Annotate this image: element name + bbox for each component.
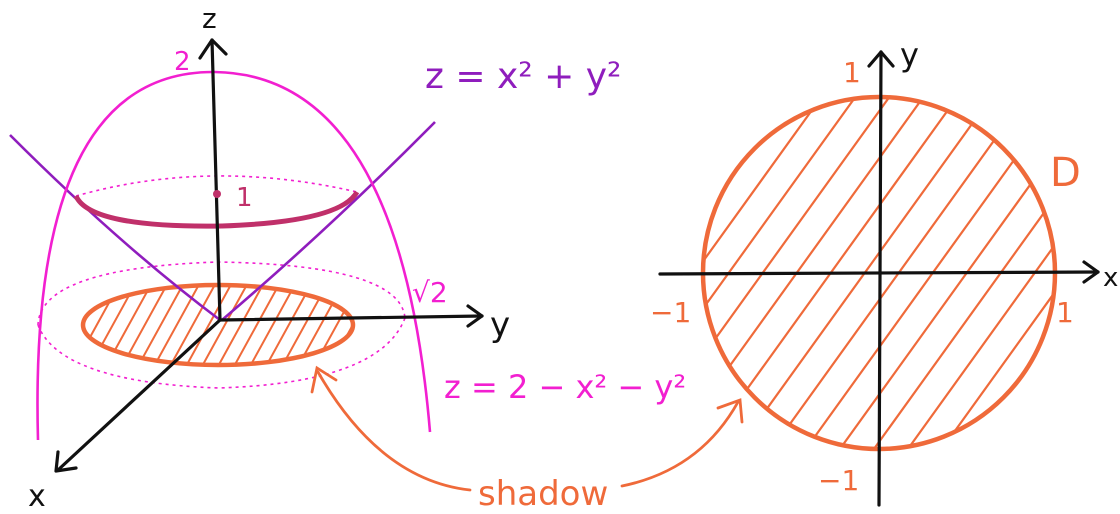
hatch-line xyxy=(763,97,1032,449)
upward-paraboloid-left xyxy=(9,134,221,322)
left-3d-figure: z y x 2 1 √2 z = x² + y² z = 2 − x² − y² xyxy=(9,2,686,514)
hatch-line xyxy=(865,97,1055,449)
hatch-line xyxy=(83,285,123,365)
x-axis-arrowhead xyxy=(54,450,78,473)
radius-value-label: √2 xyxy=(412,276,448,309)
x-axis xyxy=(56,318,222,472)
hatch-line xyxy=(797,97,1055,449)
hatch-line xyxy=(247,285,299,365)
hatch-line xyxy=(703,97,828,449)
hatch-line xyxy=(151,285,203,365)
hatch-line xyxy=(729,97,998,449)
z-axis-arrowhead xyxy=(198,38,228,60)
y-axis-arrowhead xyxy=(466,304,484,328)
intersection-back-dashed xyxy=(75,175,358,197)
height-point xyxy=(213,190,221,198)
y-axis-2d-label: y xyxy=(900,36,919,74)
x-axis-2d-arrowhead xyxy=(1082,260,1100,284)
shadow-annotation: shadow xyxy=(310,365,744,514)
tick-label-right: 1 xyxy=(1056,296,1074,329)
right-2d-figure: y x 1 −1 −1 1 D xyxy=(650,36,1118,507)
hatch-line xyxy=(933,97,1055,449)
intersection-circle-front xyxy=(73,190,360,229)
annotation-arrow-right-head xyxy=(716,398,744,424)
upward-paraboloid-equation: z = x² + y² xyxy=(425,56,621,97)
y-axis-2d-arrowhead xyxy=(867,50,895,68)
shadow-ellipse xyxy=(80,282,356,368)
shadow-label: shadow xyxy=(478,474,608,514)
hatch-line xyxy=(135,285,187,365)
hatch-line xyxy=(215,285,267,365)
annotation-arrow-right xyxy=(620,400,740,488)
hatch-line xyxy=(899,97,1055,449)
x-axis-2d-label: x xyxy=(1103,263,1118,293)
upward-paraboloid-right xyxy=(221,121,436,321)
tick-label-bottom: −1 xyxy=(818,464,859,497)
tick-label-top: 1 xyxy=(843,56,861,89)
downward-paraboloid-equation: z = 2 − x² − y² xyxy=(444,368,686,406)
hatch-line xyxy=(183,285,235,365)
z-axis xyxy=(210,38,222,322)
hatch-line xyxy=(831,97,1055,449)
region-label: D xyxy=(1050,150,1081,196)
tick-label-left: −1 xyxy=(650,296,691,329)
hatch-line xyxy=(231,285,283,365)
x-axis-label: x xyxy=(28,479,46,514)
downward-paraboloid xyxy=(36,70,432,441)
y-axis-label: y xyxy=(490,305,510,345)
annotation-arrow-left xyxy=(316,370,472,492)
z-axis-label: z xyxy=(202,2,217,35)
hatch-line xyxy=(167,285,219,365)
annotation-arrow-left-head xyxy=(310,365,338,394)
height-value-label: 1 xyxy=(236,183,253,213)
y-axis xyxy=(218,314,484,322)
hatch-line xyxy=(199,285,251,365)
top-value-label: 2 xyxy=(174,47,191,77)
y-axis-2d xyxy=(877,50,883,507)
